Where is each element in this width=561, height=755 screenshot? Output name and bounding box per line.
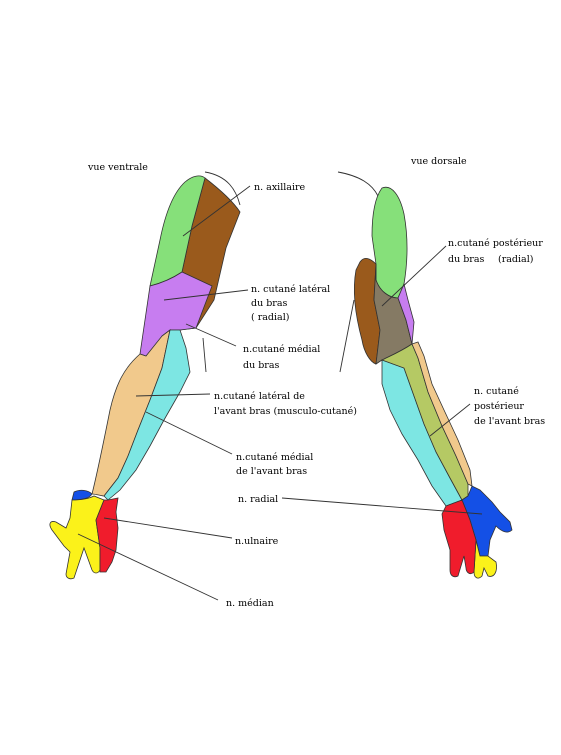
ventral-median-hand-region xyxy=(49,495,105,580)
dorsal-median-hand-region xyxy=(473,539,497,579)
label-cut-post-2: du bras xyxy=(448,254,485,265)
label-cut-post-avb-2: postérieur xyxy=(474,401,524,412)
leader-lines xyxy=(77,185,483,601)
ventral-view-title: vue ventrale xyxy=(87,162,148,173)
dorsal-torso-outline xyxy=(339,299,355,373)
dorsal-shoulder-outline xyxy=(337,171,379,197)
dorsal-arm xyxy=(337,171,513,579)
leader-axillaire xyxy=(182,185,251,237)
ventral-shoulder-outline xyxy=(204,171,241,206)
leader-cut-post-bras xyxy=(381,245,447,307)
ventral-medial-forearm-region xyxy=(103,329,191,501)
label-cut-post-3: (radial) xyxy=(498,254,533,265)
nerve-labels: n. axillaire n. cutané latéral du bras (… xyxy=(214,182,545,609)
leader-median xyxy=(77,533,219,601)
label-axillaire: n. axillaire xyxy=(254,182,306,193)
label-ulnaire: n.ulnaire xyxy=(235,536,279,547)
dorsal-view-title: vue dorsale xyxy=(410,156,467,167)
dorsal-ulnar-hand-region xyxy=(441,499,477,578)
dorsal-medial-arm-region xyxy=(354,258,381,365)
ventral-arm xyxy=(49,171,241,580)
leader-cut-lat-bras xyxy=(163,289,249,301)
label-cut-med-bras-1: n.cutané médial xyxy=(243,344,320,355)
label-cut-med-bras-2: du bras xyxy=(243,360,280,371)
view-titles: vue ventrale vue dorsale xyxy=(87,156,467,173)
label-cut-lat-avb-2: l'avant bras (musculo-cutané) xyxy=(214,406,357,417)
leader-cut-post-avb xyxy=(429,403,471,437)
leader-cut-med-avb xyxy=(145,411,233,455)
dorsal-axillary-region xyxy=(371,186,408,299)
ventral-torso-outline xyxy=(202,337,207,373)
label-cut-post-avb-3: de l'avant bras xyxy=(474,416,545,427)
dorsal-lateral-forearm-region xyxy=(411,341,473,487)
label-cut-post-avb-1: n. cutané xyxy=(474,386,519,397)
label-cut-med-avb-1: n.cutané médial xyxy=(236,452,313,463)
label-median: n. médian xyxy=(226,598,274,609)
label-cut-med-avb-2: de l'avant bras xyxy=(236,466,307,477)
dorsal-lateral-arm-region xyxy=(397,282,415,345)
leader-ulnaire xyxy=(103,517,233,539)
label-cut-lat-bras-1: n. cutané latéral xyxy=(251,284,330,295)
leader-radial xyxy=(281,497,483,515)
label-cut-lat-bras-2: du bras xyxy=(251,298,288,309)
label-cut-lat-bras-3: ( radial) xyxy=(251,312,289,323)
leader-cut-lat-avb xyxy=(135,393,211,397)
label-cut-lat-avb-1: n.cutané latéral de xyxy=(214,391,305,402)
label-cut-post-1: n.cutané postérieur xyxy=(448,238,543,249)
label-radial: n. radial xyxy=(238,494,278,505)
ventral-ulnar-hand-region xyxy=(95,497,119,573)
leader-cut-med-bras xyxy=(185,323,237,347)
